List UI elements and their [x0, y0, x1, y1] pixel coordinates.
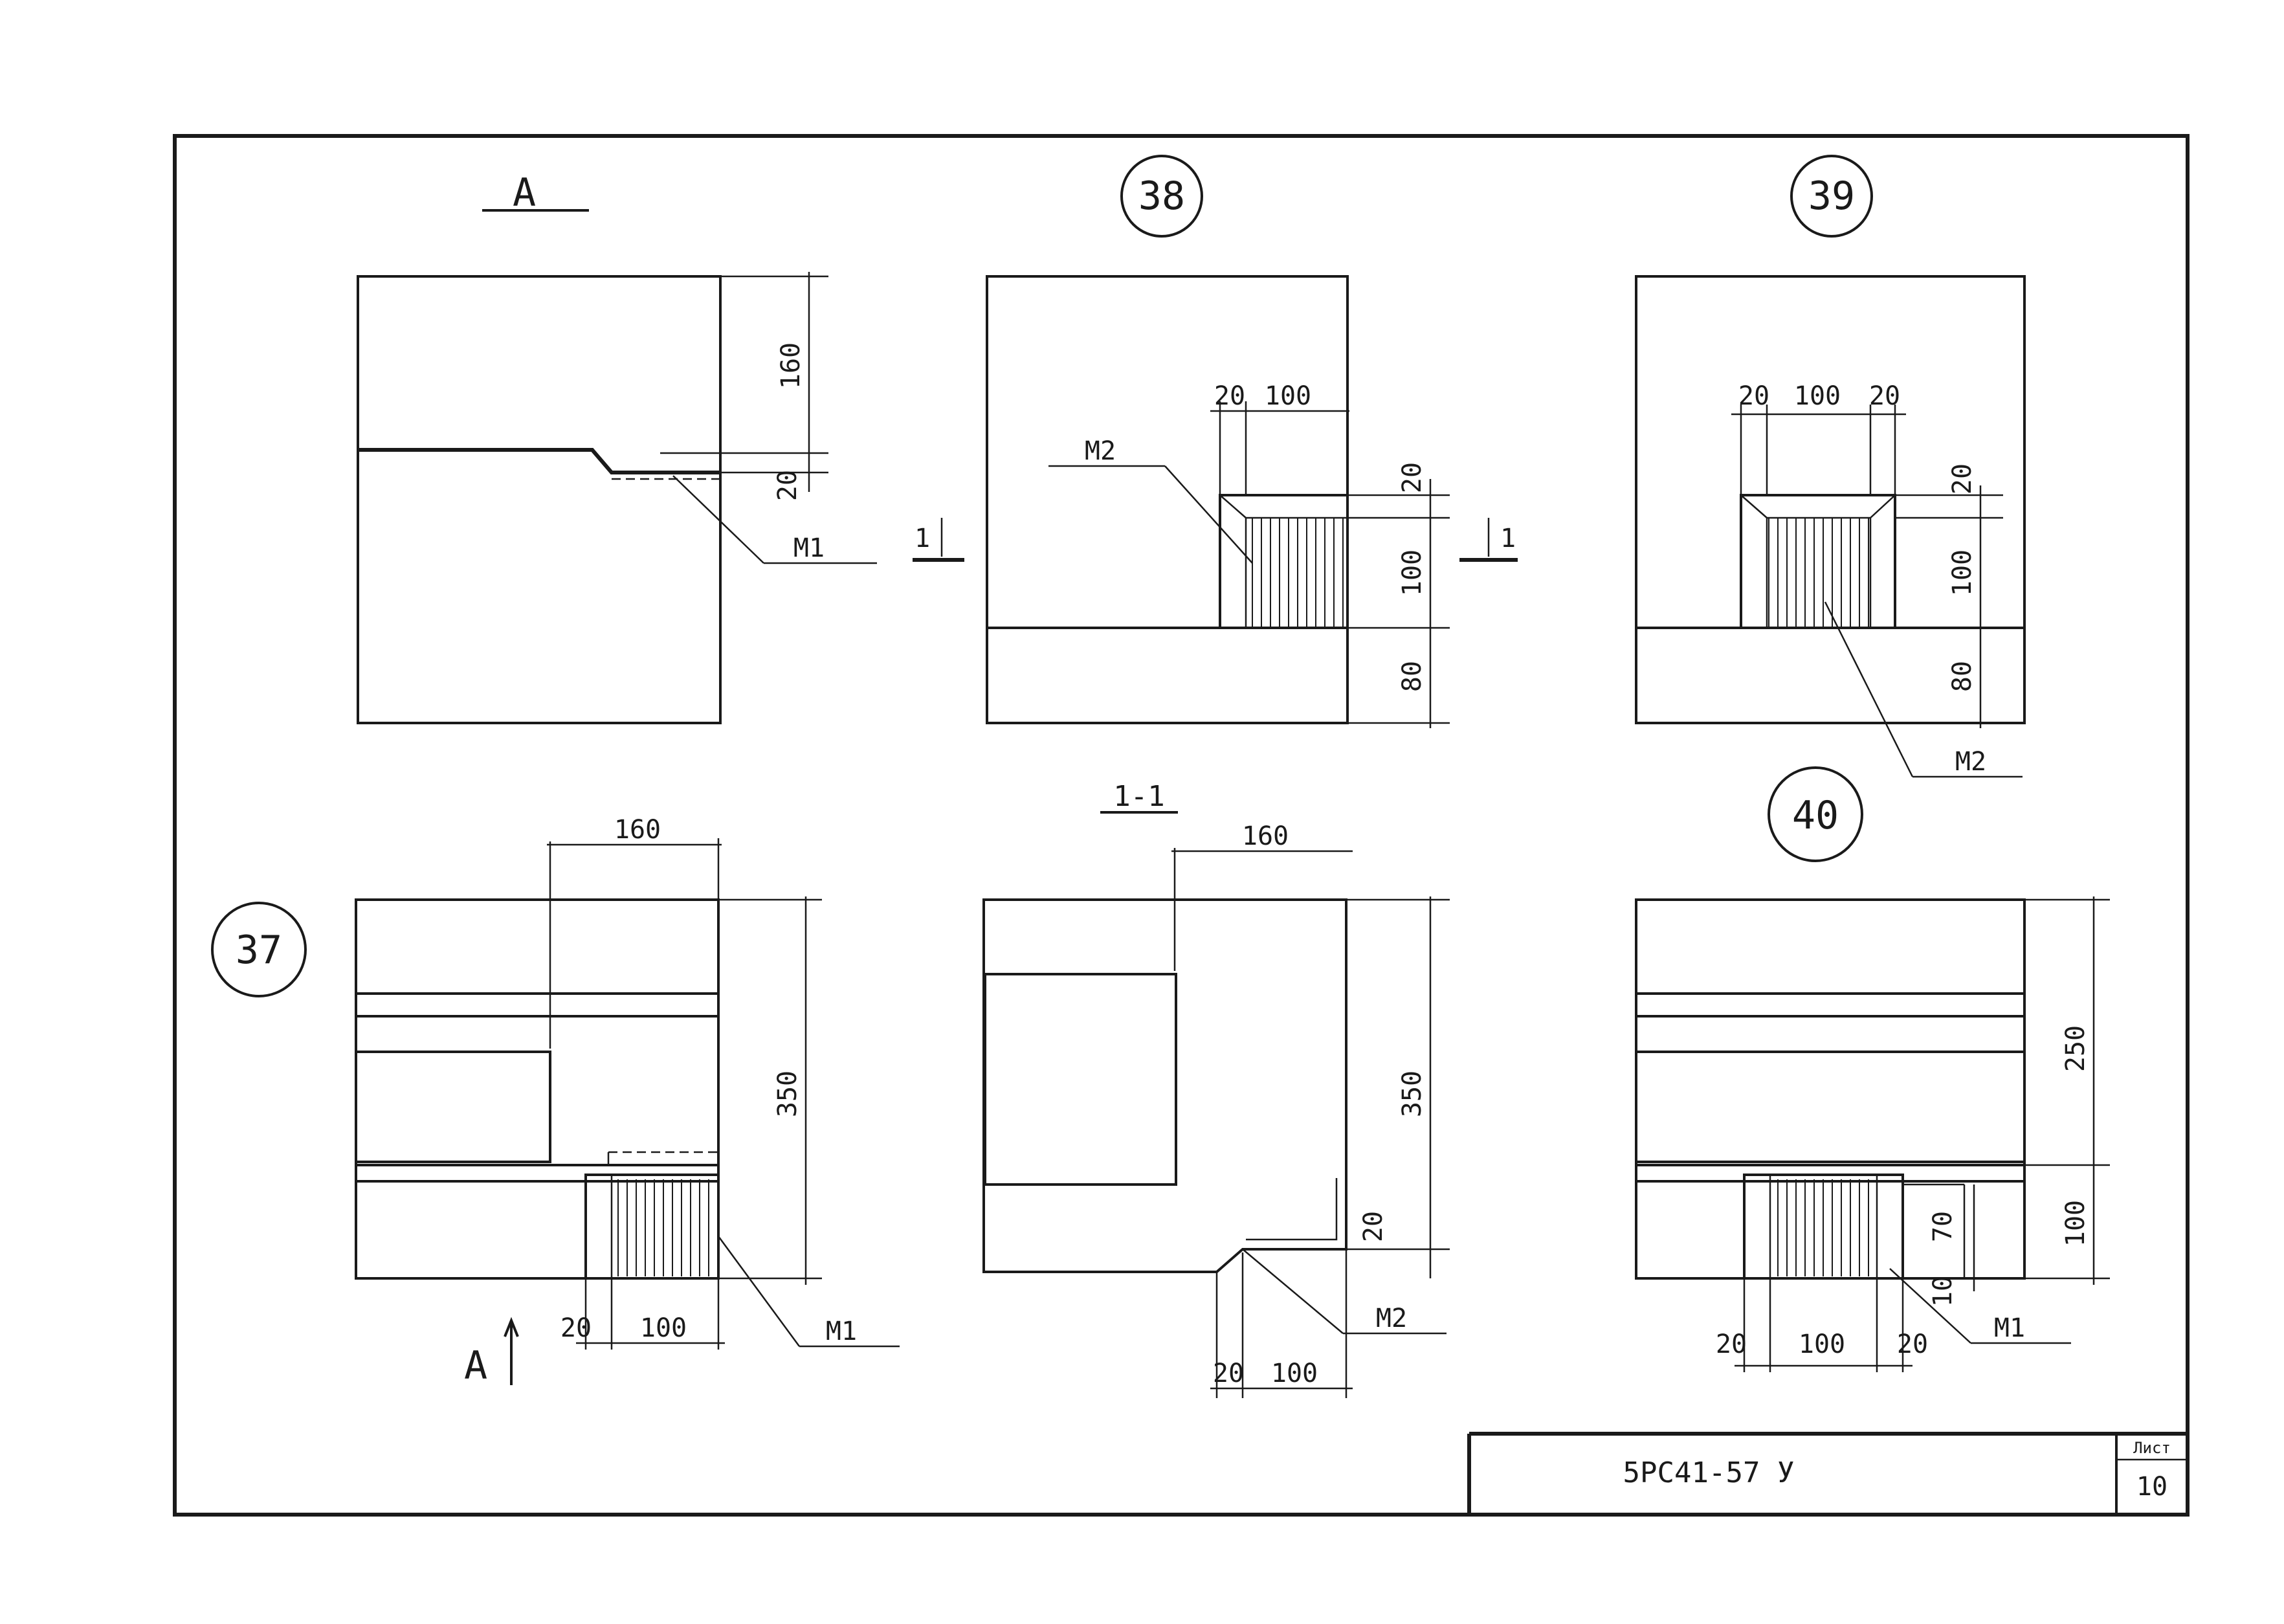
title-block: 5РС41-57 У Лист 10: [1467, 1432, 2188, 1515]
section-1-1-title: 1-1: [1113, 780, 1164, 813]
section-1-1: 1-1 160 350 20 20 100 М2: [982, 780, 1450, 1398]
view-39-dim-h1: 20: [1947, 463, 1977, 495]
view-37-dim-350: 350: [773, 1071, 803, 1117]
view-40-dim-100: 100: [2061, 1200, 2090, 1247]
view-40-dim-b100: 100: [1799, 1329, 1845, 1359]
title-block-code: 5РС41-57 У: [1623, 1456, 1795, 1489]
view-39-dim-w1: 20: [1738, 381, 1769, 411]
view-a-dim-160: 160: [776, 342, 806, 389]
title-block-sheet-number: 10: [2136, 1472, 2168, 1502]
view-39-mark: М2: [1955, 747, 1986, 777]
section-1-1-dim-b100: 100: [1271, 1359, 1318, 1388]
view-37-mark: М1: [826, 1317, 857, 1346]
view-38-dim-w1: 20: [1214, 381, 1245, 411]
view-37-dim-160: 160: [614, 815, 661, 845]
view-38-mark: М2: [1085, 436, 1116, 466]
view-38-dim-h2: 100: [1397, 550, 1427, 596]
view-40-mark: М1: [1994, 1313, 2025, 1343]
view-37: 37 160 350 20 100 М1 А: [211, 815, 900, 1388]
view-a-mark: М1: [793, 533, 825, 563]
view-38-dim-w2: 100: [1265, 381, 1311, 411]
view-a-title: А: [513, 170, 536, 216]
view-38-cut-left: 1: [915, 524, 930, 553]
view-40-dim-70: 70: [1928, 1211, 1958, 1242]
section-1-1-dim-20: 20: [1358, 1211, 1388, 1242]
view-37-dim-100: 100: [640, 1313, 687, 1343]
view-40-dim-b20b: 20: [1897, 1329, 1928, 1359]
view-39: 39 20 100 20 20 100 80 М2: [1635, 155, 2026, 778]
view-40-dim-10: 10: [1928, 1276, 1958, 1307]
view-39-dim-w2: 100: [1794, 381, 1841, 411]
section-1-1-dim-b20: 20: [1213, 1359, 1244, 1388]
view-37-number: 37: [236, 928, 282, 973]
view-39-number: 39: [1808, 173, 1855, 219]
section-1-1-mark: М2: [1376, 1304, 1407, 1333]
view-40-number: 40: [1792, 793, 1839, 838]
view-40-dim-b20a: 20: [1716, 1329, 1747, 1359]
view-40-dim-250: 250: [2061, 1025, 2090, 1072]
sheet-frame: [173, 134, 2190, 1517]
view-38-dim-h1: 20: [1397, 462, 1427, 493]
view-39-dim-h2: 100: [1947, 550, 1977, 596]
title-block-sheet-label: Лист: [2133, 1439, 2171, 1457]
section-1-1-dim-160: 160: [1242, 821, 1289, 851]
view-38-number: 38: [1138, 173, 1185, 219]
view-38-cut-right: 1: [1500, 524, 1516, 553]
view-37-arrow-label: А: [464, 1343, 487, 1388]
view-a-dim-20: 20: [773, 470, 803, 501]
view-40: 40 250 100 70 10 20 100 20 М1: [1635, 766, 2110, 1372]
view-39-dim-h3: 80: [1947, 661, 1977, 692]
view-38-dim-h3: 80: [1397, 661, 1427, 692]
view-39-dim-w3: 20: [1869, 381, 1900, 411]
section-1-1-dim-350: 350: [1397, 1071, 1427, 1117]
view-37-dim-20: 20: [560, 1313, 592, 1343]
view-38: 38 20 100 20 100 80 М2 1 1: [913, 155, 1518, 728]
view-a: А 160 20 М1: [357, 170, 877, 724]
